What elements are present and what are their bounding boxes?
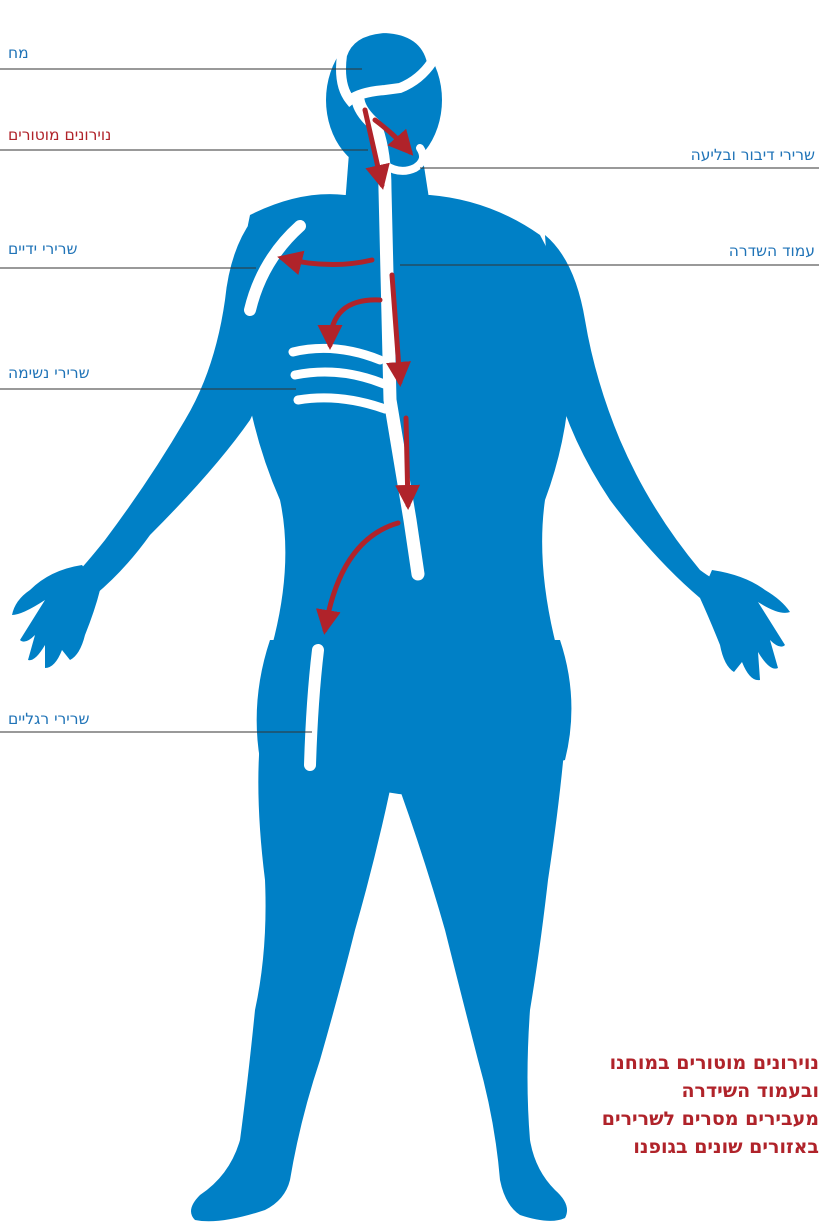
caption-line-2: ובעמוד השידרה: [482, 1077, 819, 1105]
label-arm-muscles: שרירי ידיים: [8, 240, 78, 258]
label-motor-neurons: נוירונים מוטורים: [8, 126, 111, 144]
label-speech-swallow-muscles: שרירי דיבור ובליעה: [691, 146, 815, 164]
label-breathing-muscles: שרירי נשימה: [8, 364, 90, 382]
label-brain: מח: [8, 44, 29, 62]
label-leg-muscles: שרירי רגליים: [8, 710, 90, 728]
label-spine: עמוד השדרה: [729, 242, 815, 260]
caption-line-3: מעבירים מסרים לשרירים: [482, 1105, 819, 1133]
caption: נוירונים מוטורים במוחנו ובעמוד השידרה מע…: [482, 1049, 819, 1161]
caption-line-4: באזורים שונים בגופנו: [482, 1133, 819, 1161]
caption-line-1: נוירונים מוטורים במוחנו: [482, 1049, 819, 1077]
body-silhouette: [12, 28, 790, 1221]
